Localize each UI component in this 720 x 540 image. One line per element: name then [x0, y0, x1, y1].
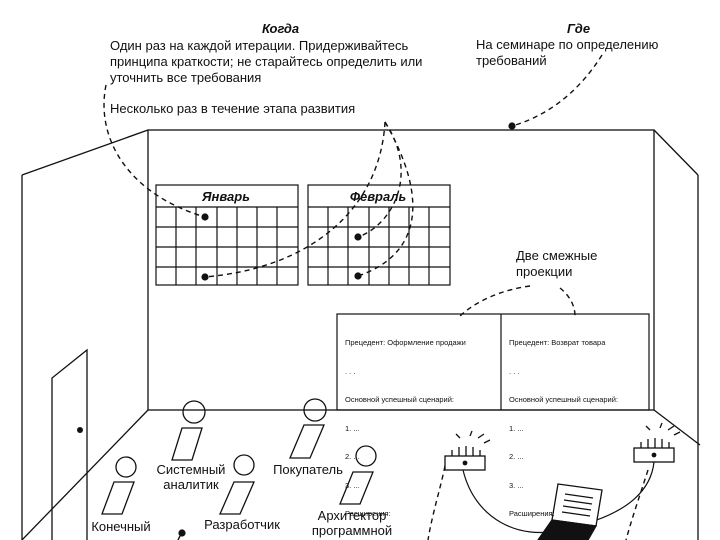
person-developer [219, 454, 255, 515]
february-dot-1 [354, 233, 362, 241]
board-right-dots: . . . [509, 366, 520, 376]
projector-right [633, 422, 681, 463]
board-right-item-2: 2. ... [509, 452, 524, 461]
projections-note-line-1: Две смежные [516, 248, 598, 263]
when-text-line-1: Один раз на каждой итерации. Придерживай… [110, 38, 409, 53]
when-heading: Когда [262, 21, 300, 36]
person-customer [289, 398, 327, 459]
architect-label: Архитектор программной [304, 508, 400, 538]
analyst-label-line-1: Системный [156, 462, 226, 477]
board-left-extensions: Расширения: [345, 509, 391, 518]
door-handle [77, 427, 83, 433]
board-left-item-3: 3. ... [345, 480, 360, 490]
architect-label-line-2: программной [311, 523, 393, 538]
when-text-line-2: принципа краткости; не старайтесь опреде… [110, 54, 423, 69]
where-heading: Где [567, 21, 591, 36]
board-left-item-2: 2. ... [345, 452, 360, 461]
projector-left [444, 430, 491, 471]
callout-when-to-january [103, 84, 206, 218]
right-wall-top-edge [653, 129, 699, 176]
where-text-line-1: На семинаре по определению [476, 37, 659, 52]
person-analyst [171, 400, 206, 461]
board-left-title: Прецедент: Оформление продажи [345, 338, 466, 347]
callout-bottom-middle [427, 465, 446, 540]
callout-bottom-right [625, 469, 649, 540]
board-right-item-3: 3. ... [509, 480, 524, 490]
customer-label: Покупатель [273, 462, 343, 477]
callout-phase-to-feb-2 [357, 121, 414, 277]
board-right-content: Прецедент: Возврат товара . . . Основной… [509, 319, 618, 538]
analyst-label: Системный аналитик [150, 462, 232, 492]
board-left-item-1: 1. ... [345, 423, 360, 433]
door [51, 348, 88, 540]
january-dot-1 [201, 213, 209, 221]
board-left-scenario: Основной успешный сценарий: [345, 395, 455, 404]
february-calendar-title: Февраль [349, 189, 407, 204]
board-left-dots: . . . [345, 366, 356, 376]
left-wall-bottom-edge [21, 409, 149, 540]
callout-projections-right [559, 287, 576, 317]
january-calendar [155, 184, 299, 286]
bottom-left-dot [178, 529, 186, 537]
use-case-board [336, 313, 650, 411]
architect-label-line-1: Архитектор [317, 508, 387, 523]
analyst-label-line-2: аналитик [163, 477, 219, 492]
left-wall-top-edge [21, 129, 149, 176]
projections-note-line-2: проекции [516, 264, 573, 279]
callout-projections-left [459, 285, 531, 317]
developer-label: Разработчик [204, 517, 280, 532]
board-left-content: Прецедент: Оформление продажи . . . Осно… [345, 319, 466, 538]
february-dot-2 [354, 272, 362, 280]
january-calendar-title: Январь [202, 189, 250, 204]
board-right-extensions: Расширения: [509, 509, 555, 518]
when-text-phase: Несколько раз в течение этапа развития [110, 101, 356, 116]
where-dot [508, 122, 516, 130]
callout-where-to-wall [511, 54, 603, 127]
board-right-title: Прецедент: Возврат товара [509, 338, 606, 347]
january-dot-2 [201, 273, 209, 281]
where-text-line-2: требований [476, 53, 547, 68]
board-right-scenario: Основной успешный сценарий: [509, 395, 619, 404]
board-right-item-1: 1. ... [509, 423, 524, 433]
callout-bottom-left [177, 531, 183, 540]
person-end-user [101, 456, 137, 515]
right-wall-bottom-edge [653, 409, 701, 446]
laptop [537, 483, 603, 540]
when-text-line-3: уточнить все требования [110, 70, 262, 85]
person-architect [339, 445, 377, 505]
end-user-label: Конечный [91, 519, 151, 534]
